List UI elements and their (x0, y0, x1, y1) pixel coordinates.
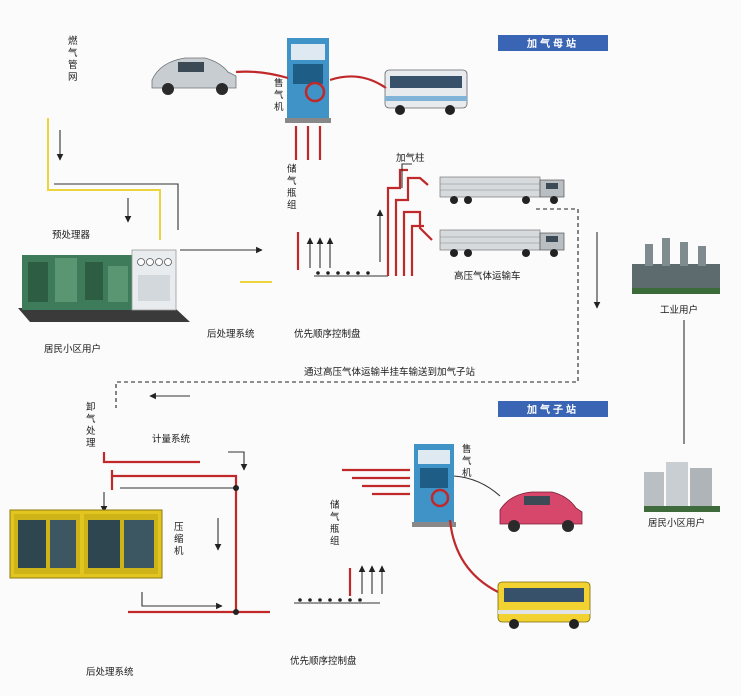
industrial-factory-icon (632, 238, 720, 294)
residential-top-label: 居民小区用户 (44, 343, 101, 355)
sub-station-badge: 加气子站 (498, 401, 608, 417)
truck-top-1-icon (439, 176, 565, 204)
fill-post-line (401, 163, 412, 188)
fill-post-label: 加气柱 (396, 152, 425, 164)
metering-pipe-1 (102, 452, 200, 464)
truck-top-2-icon (439, 229, 565, 257)
hose-bus-bottom (448, 519, 499, 593)
residential-building-icon (644, 462, 720, 512)
metering-arrow (228, 451, 248, 471)
sub-station-badge-text: 加气子站 (526, 403, 579, 416)
mother-station-badge: 加气母站 (498, 35, 608, 51)
storage-top-label: 储气瓶组 (287, 163, 297, 211)
junction-bottom (233, 609, 239, 615)
dispenser-bottom-icon (412, 444, 456, 527)
hp-truck-label: 高压气体运输车 (454, 270, 521, 282)
dispenser-top-icon (285, 38, 331, 123)
dispenser-bottom-label: 售气机 (462, 443, 472, 479)
bus-bottom-icon (497, 581, 591, 629)
hose-car-top (235, 70, 289, 80)
hose-car-bottom (453, 475, 501, 497)
priority-panel-bottom-label: 优先顺序控制盘 (290, 655, 357, 667)
bus-top-icon (384, 69, 468, 115)
residential-right-label: 居民小区用户 (648, 517, 705, 529)
storage-bottom-label: 储气瓶组 (330, 499, 340, 547)
line-pipeline-to-pretreatment (54, 183, 179, 230)
transport-note: 通过高压气体运输半挂车输送到加气子站 (304, 366, 476, 378)
arrow-post-treatment-right (141, 592, 223, 610)
gas-pipeline-label: 燃气管网 (68, 35, 78, 83)
metering-label: 计量系统 (152, 433, 191, 445)
hose-bus-top (329, 75, 387, 89)
post-treatment-bottom-label: 后处理系统 (86, 666, 134, 678)
fill-post-pipe-4 (410, 224, 424, 276)
compressor-label: 压缩机 (174, 522, 184, 557)
compressor-unit-icon (9, 509, 163, 579)
priority-panel-top-icon (316, 271, 370, 275)
yellow-gas-pipeline (47, 118, 161, 240)
post-treatment-top-label: 后处理系统 (207, 328, 255, 340)
car-top-icon (151, 57, 237, 95)
mother-station-badge-text: 加气母站 (526, 37, 579, 50)
car-bottom-icon (499, 491, 583, 532)
dispenser-top-label: 售气机 (274, 77, 284, 113)
fill-post-pipe-3 (402, 210, 433, 276)
metering-pipe-2 (110, 470, 238, 612)
fill-post-pipe-1 (386, 168, 408, 276)
junction-top (233, 485, 239, 491)
transport-route-dashed (115, 208, 579, 408)
pretreatment-equipment-icon (18, 249, 190, 322)
priority-panel-top-label: 优先顺序控制盘 (294, 328, 361, 340)
industrial-user-label: 工业用户 (660, 304, 698, 316)
unload-label: 卸气处理 (86, 401, 96, 449)
fill-post-pipe-2 (394, 176, 429, 276)
pretreatment-label: 预处理器 (52, 229, 91, 241)
priority-panel-bottom-icon (298, 598, 362, 602)
